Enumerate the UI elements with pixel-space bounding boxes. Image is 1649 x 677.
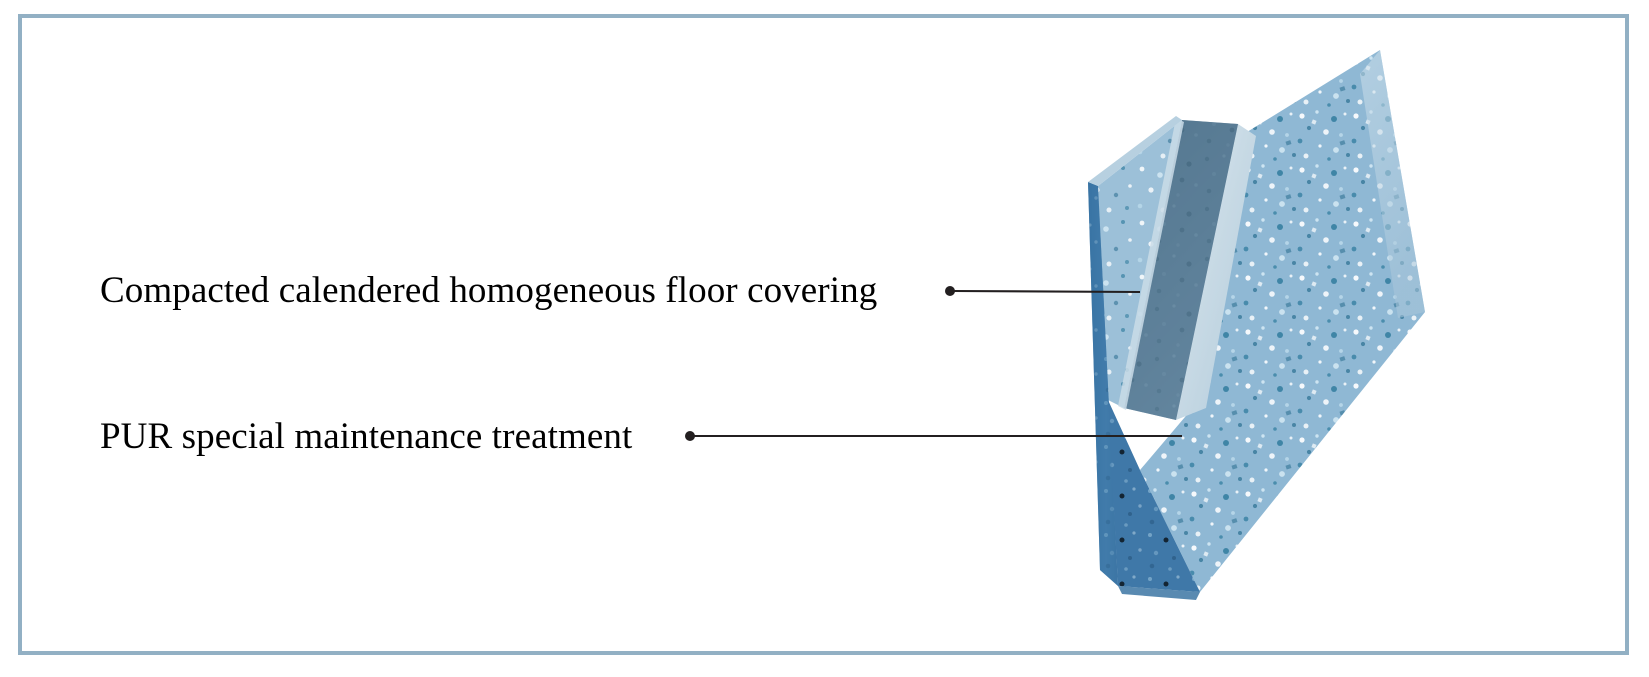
figure-border [18,14,1629,655]
callout-label-pur-layer: PUR special maintenance treatment [100,416,633,457]
callout-label-compacted-layer: Compacted calendered homogeneous floor c… [100,270,878,311]
